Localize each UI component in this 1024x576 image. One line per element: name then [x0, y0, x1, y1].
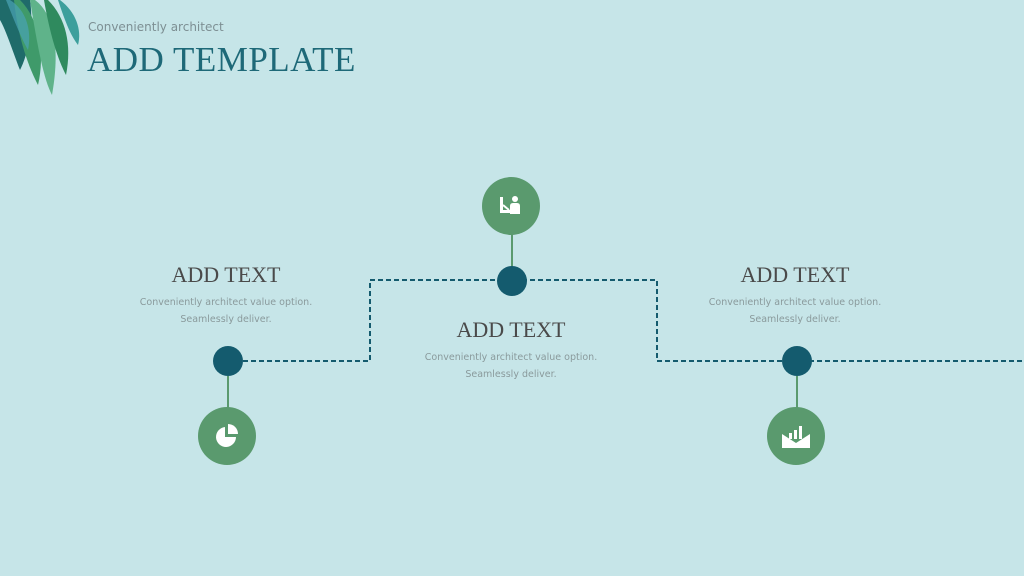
page-title: ADD TEMPLATE	[87, 40, 356, 79]
step-1-title: ADD TEXT	[171, 262, 281, 287]
step-1-icon-circle	[198, 407, 256, 465]
step-3-icon-circle	[767, 407, 825, 465]
step-1-desc-line-1: Conveniently architect value option.	[139, 297, 313, 308]
step-1-stem	[227, 376, 229, 410]
step-1-node	[213, 346, 243, 376]
step-1-desc-line-2: Seamlessly deliver.	[180, 314, 272, 325]
step-2-title: ADD TEXT	[456, 317, 566, 342]
step-2-text-block: ADD TEXT Conveniently architect value op…	[381, 317, 641, 383]
step-3-title: ADD TEXT	[740, 262, 850, 287]
step-3-text-block: ADD TEXT Conveniently architect value op…	[665, 262, 925, 328]
step-3-desc-line-2: Seamlessly deliver.	[749, 314, 841, 325]
presenter-icon	[500, 196, 520, 214]
leaf-decoration	[0, 0, 80, 95]
bar-chart-envelope-icon	[782, 426, 810, 448]
step-3-stem	[796, 376, 798, 410]
pie-chart-icon	[216, 424, 238, 447]
subtitle: Conveniently architect	[88, 20, 224, 34]
step-2-desc-line-1: Conveniently architect value option.	[424, 352, 598, 363]
step-3-node	[782, 346, 812, 376]
step-2-icon-circle	[482, 177, 540, 235]
step-2-stem	[511, 232, 513, 268]
step-2-desc-line-2: Seamlessly deliver.	[465, 369, 557, 380]
step-2-node	[497, 266, 527, 296]
step-2-description: Conveniently architect value option. Sea…	[381, 349, 641, 383]
step-1-description: Conveniently architect value option. Sea…	[96, 294, 356, 328]
step-3-desc-line-1: Conveniently architect value option.	[708, 297, 882, 308]
step-3-description: Conveniently architect value option. Sea…	[665, 294, 925, 328]
step-1-text-block: ADD TEXT Conveniently architect value op…	[96, 262, 356, 328]
